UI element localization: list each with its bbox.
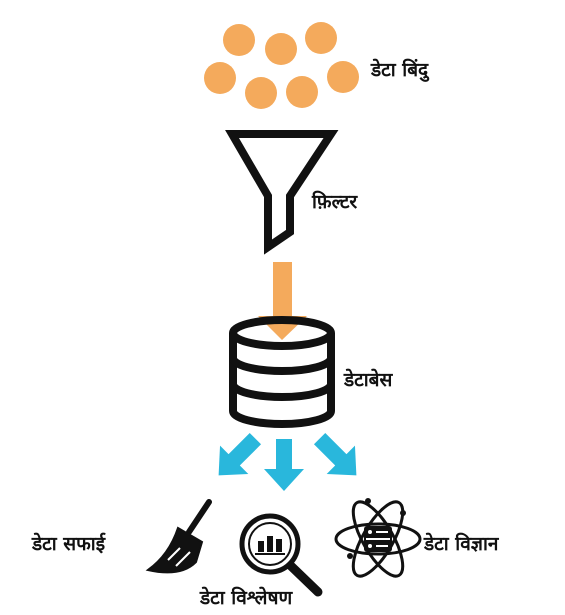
funnel-icon (225, 130, 339, 255)
analysis-magnifier-icon (239, 513, 323, 597)
data-dot (223, 24, 255, 56)
filter-label: फ़िल्टर (312, 191, 358, 213)
data-cleaning-label: डेटा सफाई (32, 533, 106, 555)
database-icon (229, 316, 335, 428)
blue-arrow-right (313, 432, 357, 476)
blue-arrow-down (264, 439, 304, 491)
data-science-label: डेटा विज्ञान (424, 533, 499, 555)
orange-arrow (258, 262, 307, 340)
blue-arrow-left (218, 432, 262, 476)
data-dot (265, 33, 297, 65)
data-points-cluster (204, 22, 359, 109)
data-dot (204, 62, 236, 94)
blue-arrows (218, 432, 357, 491)
broom-icon (145, 499, 212, 574)
data-analysis-label: डेटा विश्लेषण (200, 587, 293, 609)
data-dot (286, 76, 318, 108)
data-dot (245, 77, 277, 109)
database-label: डेटाबेस (344, 369, 393, 391)
atom-server-icon (334, 498, 422, 578)
data-dot (327, 61, 359, 93)
data-dot (305, 22, 337, 54)
data-points-label: डेटा बिंदु (371, 59, 429, 81)
